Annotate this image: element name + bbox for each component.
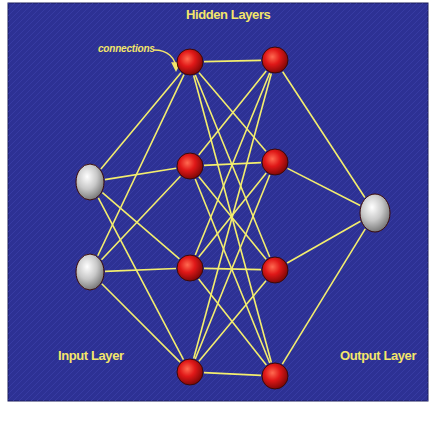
- connection-line: [195, 175, 269, 359]
- hidden-neuron: [176, 152, 204, 180]
- neuron-shape: [176, 48, 204, 76]
- connection-line: [282, 229, 365, 364]
- layer-label: Input Layer: [58, 349, 124, 363]
- connection-line: [199, 71, 266, 155]
- connection-line: [102, 193, 179, 259]
- neuron-circle: [177, 359, 203, 385]
- hidden-neuron: [176, 254, 204, 282]
- neuron-circle: [262, 47, 288, 73]
- hidden-neuron: [261, 148, 289, 176]
- hidden-neuron: [261, 46, 289, 74]
- neuron-shape: [261, 362, 289, 390]
- connection-line: [98, 75, 184, 256]
- hidden-neuron: [261, 256, 289, 284]
- neuron-shape: [176, 358, 204, 386]
- neuron-circle: [177, 255, 203, 281]
- connection-line: [199, 279, 267, 365]
- connection-line: [194, 74, 272, 359]
- neuron-circle: [177, 153, 203, 179]
- connection-line: [102, 176, 181, 260]
- neuron-circle: [177, 49, 203, 75]
- connection-line: [199, 281, 266, 361]
- connection-line: [287, 168, 360, 205]
- neuron-circle: [262, 363, 288, 389]
- hidden-neuron: [176, 48, 204, 76]
- neuron-shape: [261, 148, 289, 176]
- input-neuron: [75, 253, 105, 291]
- neuron-shape: [176, 254, 204, 282]
- connection-line: [287, 221, 360, 263]
- neuron-shape: [261, 256, 289, 284]
- layer-title: Hidden Layers: [186, 8, 270, 22]
- connection-line: [204, 373, 261, 376]
- hidden-neuron: [176, 358, 204, 386]
- input-neuron: [75, 163, 105, 201]
- neuron-shape: [261, 46, 289, 74]
- neuron-circle: [262, 149, 288, 175]
- connection-line: [204, 60, 261, 61]
- pointer-label: connections: [98, 43, 155, 54]
- neuron-circle: [76, 254, 104, 290]
- neuron-shape: [75, 163, 105, 201]
- connection-line: [283, 72, 365, 198]
- blue-panel: [8, 3, 428, 401]
- connection-line: [98, 198, 183, 360]
- hidden-neuron: [261, 362, 289, 390]
- connection-line: [195, 179, 269, 363]
- neuron-shape: [75, 253, 105, 291]
- connection-line: [105, 168, 176, 179]
- neuron-shape: [176, 152, 204, 180]
- output-neuron: [359, 193, 391, 233]
- connection-line: [105, 269, 176, 272]
- panel-texture: [8, 3, 428, 401]
- layer-label: Output Layer: [340, 349, 416, 363]
- neuron-circle: [360, 194, 390, 232]
- connection-line: [101, 73, 181, 169]
- pointer-arrow: [154, 50, 176, 70]
- neuron-circle: [262, 257, 288, 283]
- neuron-circle: [76, 164, 104, 200]
- connection-line: [195, 73, 269, 255]
- neuron-shape: [359, 193, 391, 233]
